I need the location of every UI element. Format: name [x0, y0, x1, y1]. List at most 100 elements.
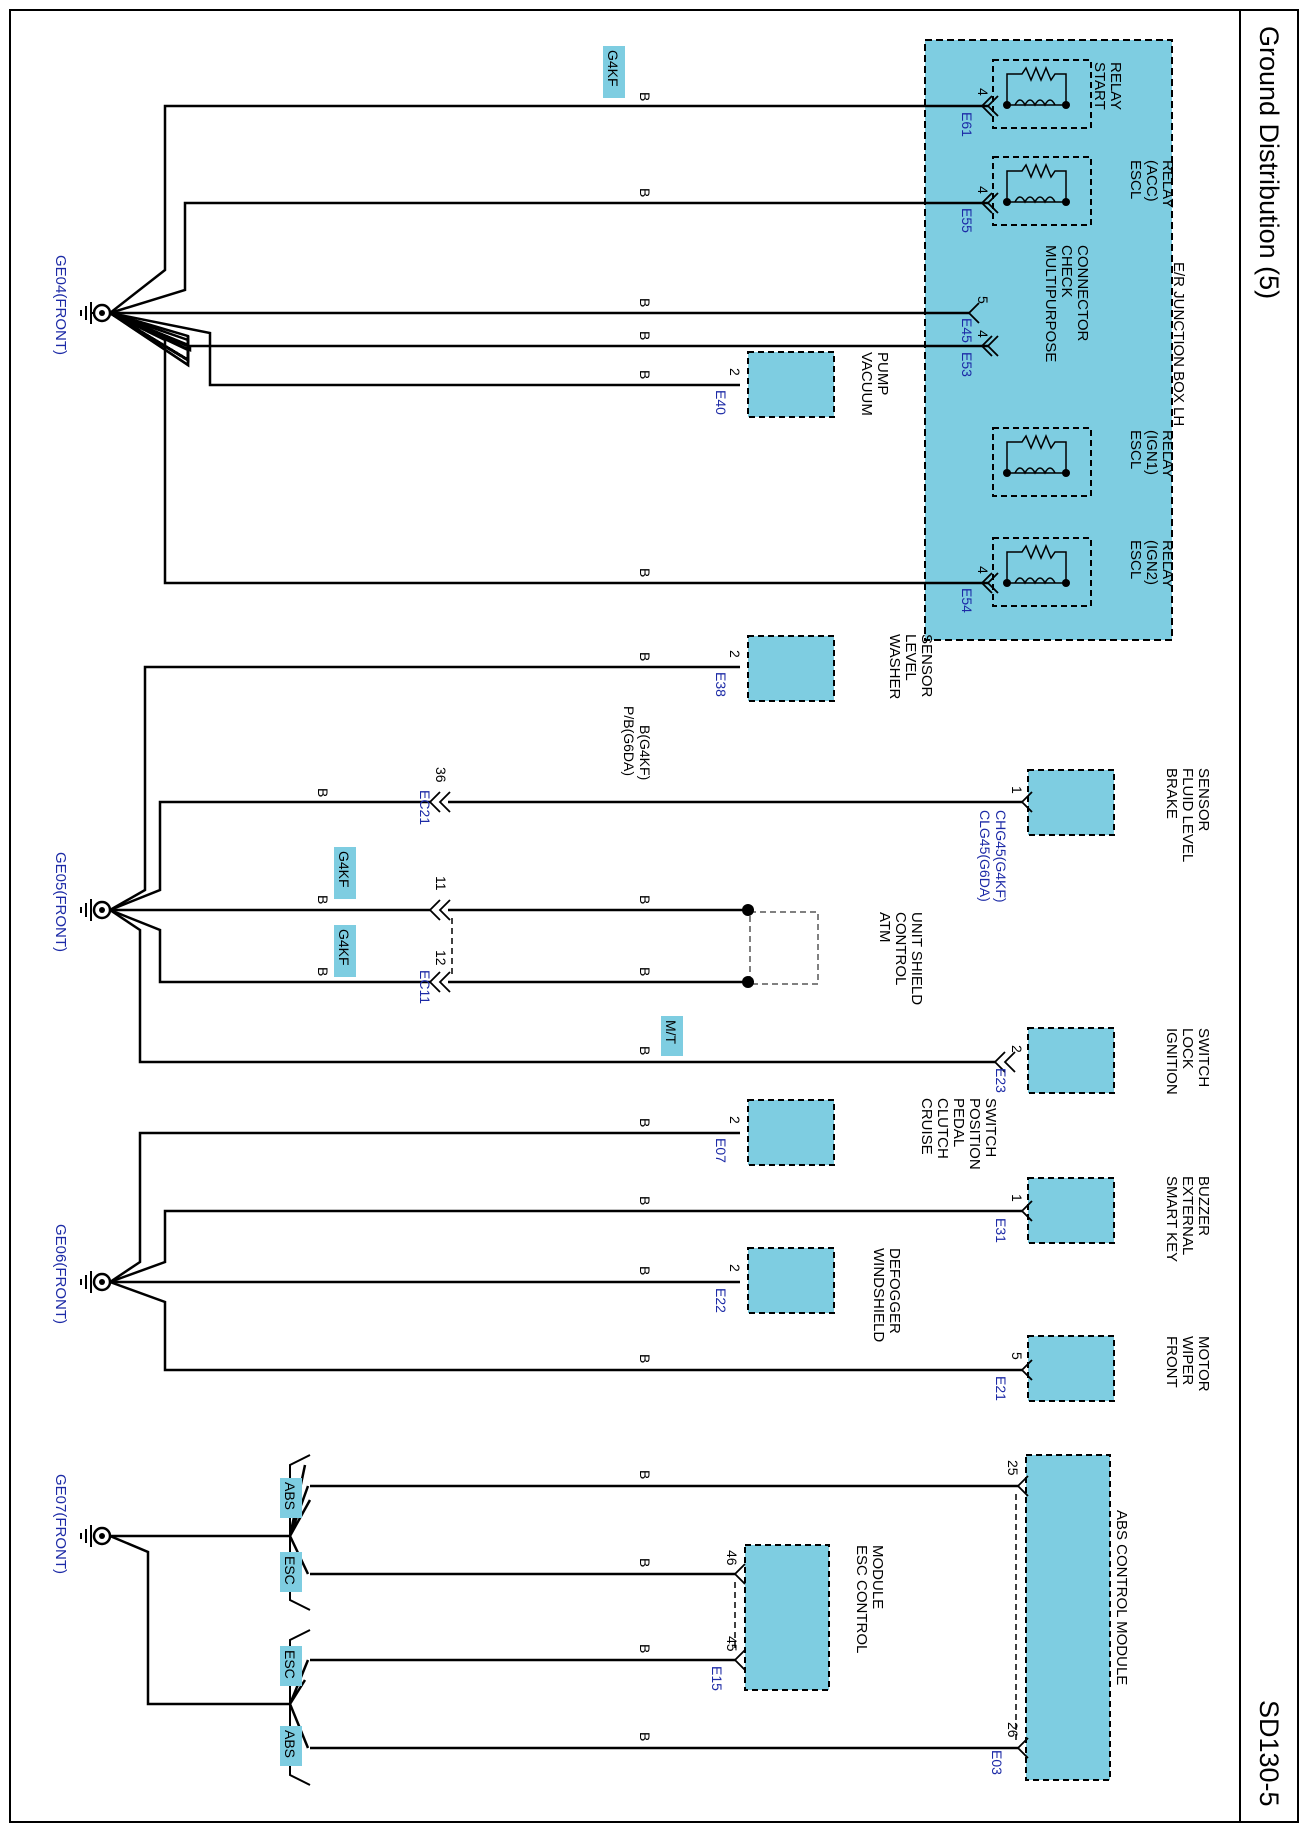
- svg-text:B: B: [637, 1470, 653, 1479]
- svg-text:E55: E55: [959, 208, 975, 233]
- svg-text:B: B: [637, 1732, 653, 1741]
- svg-text:G4KF: G4KF: [336, 851, 352, 888]
- svg-text:46: 46: [724, 1550, 740, 1566]
- svg-text:ABS: ABS: [282, 1730, 298, 1758]
- wire-color-labels: B B B B B B B B(G4KF) P/B(G6DA) B B B B …: [315, 92, 653, 1741]
- page-title: Ground Distribution (5): [1254, 26, 1284, 299]
- connector-ids: E61 E55 E45 E40 E53 E54 E38 EC21 CHG45(G…: [417, 112, 1009, 1775]
- ignition-switch-box: [1027, 1027, 1115, 1094]
- svg-text:B: B: [637, 1558, 653, 1567]
- washer-sensor-label: WASHER LEVEL SENSOR: [886, 634, 935, 703]
- svg-text:B: B: [637, 652, 653, 661]
- escl-ign1-relay: [992, 427, 1092, 497]
- svg-text:B: B: [637, 92, 653, 101]
- wires-final: [109, 311, 1022, 1750]
- svg-text:EC11: EC11: [417, 970, 433, 1004]
- svg-text:11: 11: [433, 876, 449, 891]
- svg-text:45: 45: [724, 1636, 740, 1652]
- smart-key-buzzer-label: SMART KEY EXTERNAL BUZZER: [1163, 1176, 1212, 1266]
- smart-key-buzzer-box: [1027, 1177, 1115, 1244]
- svg-text:B(G4KF): B(G4KF): [637, 725, 653, 780]
- svg-text:B: B: [637, 1196, 653, 1205]
- svg-text:25: 25: [1005, 1460, 1021, 1476]
- svg-text:B: B: [315, 967, 331, 976]
- svg-text:ESC: ESC: [282, 1556, 298, 1585]
- svg-text:M/T: M/T: [663, 1020, 679, 1045]
- svg-text:26: 26: [1005, 1722, 1021, 1738]
- svg-text:E31: E31: [993, 1218, 1009, 1243]
- svg-text:E53: E53: [959, 352, 975, 377]
- page-frame: [9, 9, 1299, 1823]
- vacuum-pump-label: VACUUM PUMP: [858, 352, 891, 420]
- cruise-switch-label: CRUISE CLUTCH PEDAL POSITION SWITCH: [918, 1098, 999, 1174]
- svg-text:E03: E03: [989, 1750, 1005, 1775]
- svg-text:CLG45(G6DA): CLG45(G6DA): [977, 810, 993, 902]
- svg-text:12: 12: [433, 950, 449, 966]
- escl-ign2-relay: [992, 537, 1092, 607]
- washer-sensor-box: [747, 635, 835, 702]
- svg-text:B: B: [637, 331, 653, 340]
- front-wiper-motor-label: FRONT WIPER MOTOR: [1163, 1336, 1212, 1392]
- ground-label-ge06: GE06(FRONT): [52, 1224, 69, 1324]
- svg-text:36: 36: [433, 767, 449, 783]
- svg-text:EC21: EC21: [417, 790, 433, 825]
- atm-shield-dot-top: [742, 904, 754, 916]
- svg-text:P/B(G6DA): P/B(G6DA): [621, 706, 637, 776]
- svg-text:B: B: [637, 1118, 653, 1127]
- svg-text:B: B: [637, 298, 653, 307]
- svg-text:B: B: [637, 568, 653, 577]
- ground-symbol-ge05: [80, 899, 112, 921]
- svg-text:2: 2: [727, 368, 743, 376]
- wires: [109, 104, 988, 387]
- svg-text:4: 4: [975, 88, 991, 96]
- escl-ign1-relay-label: ESCL (IGN1) RELAY: [1127, 430, 1176, 479]
- svg-text:E22: E22: [713, 1288, 729, 1313]
- svg-text:B: B: [637, 1644, 653, 1653]
- ground-label-ge07: GE07(FRONT): [52, 1474, 69, 1574]
- svg-text:B: B: [315, 788, 331, 797]
- esc-control-module-box: [744, 1544, 830, 1691]
- brake-sensor-box: [1027, 769, 1115, 836]
- svg-text:B: B: [637, 895, 653, 904]
- page-code: SD130-5: [1254, 1700, 1284, 1807]
- escl-acc-relay: [992, 156, 1092, 226]
- svg-text:5: 5: [1009, 1352, 1025, 1360]
- svg-text:B: B: [637, 1266, 653, 1275]
- svg-text:G4KF: G4KF: [336, 929, 352, 966]
- atm-shield-label: ATM CONTROL UNIT SHIELD: [876, 912, 925, 1005]
- start-relay-label: START RELAY: [1091, 62, 1124, 114]
- abs-control-module-label: ABS CONTROL MODULE: [1113, 1510, 1130, 1685]
- svg-text:2: 2: [1009, 1045, 1025, 1053]
- atm-shield-box: [749, 911, 819, 985]
- ground-symbol-ge06: [80, 1271, 112, 1293]
- svg-text:E23: E23: [993, 1068, 1009, 1093]
- cruise-switch-box: [747, 1099, 835, 1166]
- ground-label-ge04: GE04(FRONT): [52, 255, 69, 355]
- connector-chevrons: [428, 95, 1033, 1759]
- option-tags: G4KF G4KF G4KF M/T ABS ESC ESC ABS: [280, 46, 683, 1766]
- svg-text:B: B: [637, 188, 653, 197]
- svg-text:B: B: [637, 1354, 653, 1363]
- svg-text:E40: E40: [713, 390, 729, 415]
- abs-control-module-box: [1025, 1454, 1111, 1781]
- junction-box: [924, 39, 1173, 641]
- svg-text:E61: E61: [959, 112, 975, 137]
- pin-numbers: 4 4 5 2 4 4 2 36 1 11 12 2 2 1 2 5 25 26…: [433, 88, 1025, 1738]
- start-relay: [992, 59, 1092, 129]
- svg-text:E54: E54: [959, 588, 975, 613]
- svg-text:5: 5: [975, 296, 991, 304]
- esc-control-module-label: ESC CONTROL MODULE: [853, 1545, 886, 1657]
- ground-label-ge05: GE05(FRONT): [52, 852, 69, 952]
- svg-text:1: 1: [1009, 786, 1025, 794]
- svg-text:ESC: ESC: [282, 1650, 298, 1679]
- junction-box-label: E/R JUNCTION BOX LH: [1170, 262, 1187, 426]
- svg-text:ABS: ABS: [282, 1482, 298, 1510]
- ignition-switch-label: IGNITION LOCK SWITCH: [1163, 1028, 1212, 1099]
- ground-symbol-ge07: [80, 1525, 112, 1547]
- svg-text:4: 4: [975, 566, 991, 574]
- svg-text:B: B: [637, 1046, 653, 1055]
- multipurpose-label: MULTIPURPOSE CHECK CONNECTOR: [1042, 245, 1091, 366]
- svg-text:E38: E38: [713, 672, 729, 697]
- svg-text:E21: E21: [993, 1376, 1009, 1401]
- svg-text:B: B: [637, 370, 653, 379]
